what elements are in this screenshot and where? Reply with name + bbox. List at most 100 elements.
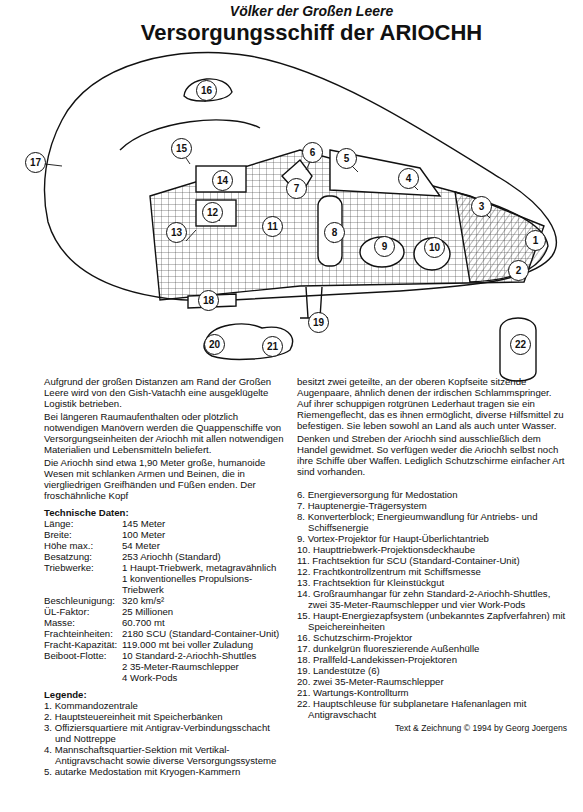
legend-item: 14. Großraumhangar für zehn Standard-2-A… xyxy=(297,588,567,610)
data-values: 145 Meter xyxy=(122,518,288,529)
callout-number: 6 xyxy=(302,142,323,163)
spacer xyxy=(297,479,567,489)
main-airlock xyxy=(500,318,536,381)
outer-hull xyxy=(44,52,556,300)
legend-item: 4. Mannschaftsquartier-Sektion mit Verti… xyxy=(44,744,288,766)
data-row: ÜL-Faktor:25 Millionen xyxy=(44,606,288,617)
data-key: Breite: xyxy=(44,529,122,540)
callout-number: 2 xyxy=(508,260,529,281)
callout-number: 7 xyxy=(286,178,307,199)
data-row: Besatzung:253 Ariochh (Standard) xyxy=(44,551,288,562)
hangar xyxy=(196,166,246,192)
legend-item: 2. Hauptsteuereinheit mit Speicherbänken xyxy=(44,711,288,722)
data-row: Beschleunigung:320 km/s² xyxy=(44,595,288,606)
data-value: 119.000 mt bei voller Zuladung xyxy=(122,639,288,650)
data-value: 100 Meter xyxy=(122,529,288,540)
data-row: Frachteinheiten:2180 SCU (Standard-Conta… xyxy=(44,628,288,639)
copyright: Text & Zeichnung © 1994 by Georg Joergen… xyxy=(297,723,567,734)
data-values: 60.700 mt xyxy=(122,617,288,628)
title: Versorgungsschiff der ARIOCHH xyxy=(0,20,583,46)
callout-number: 4 xyxy=(398,168,419,189)
legend-item: 18. Prallfeld-Landekissen-Projektoren xyxy=(297,654,567,665)
data-value: 25 Millionen xyxy=(122,606,288,617)
vortex-projector xyxy=(360,237,404,267)
callout-number: 1 xyxy=(525,230,546,251)
callout-number: 8 xyxy=(324,222,345,243)
data-values: 10 Standard-2-Ariochh-Shuttles2 35-Meter… xyxy=(122,650,288,683)
callout-number: 17 xyxy=(25,152,46,173)
right-column: besitzt zwei geteilte, an der oberen Kop… xyxy=(297,376,567,734)
legend-item: 5. autarke Medostation mit Kryogen-Kamme… xyxy=(44,766,288,777)
data-value: 1 konventionelles Propulsions-Triebwerk xyxy=(122,573,288,595)
data-values: 54 Meter xyxy=(122,540,288,551)
legend-item: 7. Hauptenergie-Trägersystem xyxy=(297,500,567,511)
legend-item: 1. Kommandozentrale xyxy=(44,700,288,711)
data-values: 320 km/s² xyxy=(122,595,288,606)
legend-item: 3. Offiziersquartiere mit Antigrav-Verbi… xyxy=(44,722,288,744)
legend-item: 8. Konverterblock; Energieumwandlung für… xyxy=(297,511,567,533)
data-values: 2180 SCU (Standard-Container-Unit) xyxy=(122,628,288,639)
data-row: Länge:145 Meter xyxy=(44,518,288,529)
data-row: Masse:60.700 mt xyxy=(44,617,288,628)
legend-item: 20. zwei 35-Meter-Raumschlepper xyxy=(297,676,567,687)
data-key: Masse: xyxy=(44,617,122,628)
data-value: 2180 SCU (Standard-Container-Unit) xyxy=(122,628,288,639)
body-text: Bei längeren Raumaufenthalten oder plötz… xyxy=(44,411,288,455)
data-row: Triebwerke:1 Haupt-Triebwerk, metagraväh… xyxy=(44,562,288,595)
callout-number: 19 xyxy=(308,312,329,333)
engine-hood xyxy=(414,238,450,270)
data-key: Höhe max.: xyxy=(44,540,122,551)
data-value: 60.700 mt xyxy=(122,617,288,628)
data-key: Beschleunigung: xyxy=(44,595,122,606)
callout-number: 16 xyxy=(196,80,217,101)
section-heading: Technische Daten: xyxy=(44,507,288,518)
data-values: 253 Ariochh (Standard) xyxy=(122,551,288,562)
data-value: 10 Standard-2-Ariochh-Shuttles xyxy=(122,650,288,661)
data-values: 1 Haupt-Triebwerk, metagravähnlich1 konv… xyxy=(122,562,288,595)
callout-number: 15 xyxy=(171,138,192,159)
leader-lines xyxy=(45,96,490,330)
data-row: Höhe max.:54 Meter xyxy=(44,540,288,551)
legend-item: 21. Wartungs-Kontrollturm xyxy=(297,687,567,698)
section-heading: Legende: xyxy=(44,689,288,700)
data-row: Fracht-Kapazität:119.000 mt bei voller Z… xyxy=(44,639,288,650)
data-value: 253 Ariochh (Standard) xyxy=(122,551,288,562)
data-value: 320 km/s² xyxy=(122,595,288,606)
legend-item: 16. Schutzschirm-Projektor xyxy=(297,632,567,643)
data-key: Besatzung: xyxy=(44,551,122,562)
data-key: Beiboot-Flotte: xyxy=(44,650,122,683)
front-section xyxy=(455,192,548,282)
data-key: Länge: xyxy=(44,518,122,529)
callout-number: 5 xyxy=(336,148,357,169)
legend-item: 6. Energieversorgung für Medostation xyxy=(297,489,567,500)
data-key: Frachteinheiten: xyxy=(44,628,122,639)
legend-item: 19. Landestütze (6) xyxy=(297,665,567,676)
legend-item: 17. dunkelgrün fluoreszierende Außenhüll… xyxy=(297,643,567,654)
callout-number: 11 xyxy=(262,216,283,237)
tug-shuttle xyxy=(204,324,292,359)
data-key: Fracht-Kapazität: xyxy=(44,639,122,650)
legend-item: 11. Frachtsektion für SCU (Standard-Cont… xyxy=(297,555,567,566)
supertitle: Völker der Großen Leere xyxy=(0,3,583,19)
callout-number: 13 xyxy=(166,222,187,243)
callout-number: 10 xyxy=(424,237,445,258)
data-row: Beiboot-Flotte:10 Standard-2-Ariochh-Shu… xyxy=(44,650,288,683)
data-value: 54 Meter xyxy=(122,540,288,551)
shield-projector xyxy=(184,79,232,101)
legend-item: 10. Haupttriebwerk-Projektionsdeckhaube xyxy=(297,544,567,555)
legend-item: 13. Frachtsektion für Kleinstückgut xyxy=(297,577,567,588)
data-value: 145 Meter xyxy=(122,518,288,529)
cargo-control xyxy=(196,200,236,226)
data-key: ÜL-Faktor: xyxy=(44,606,122,617)
data-key: Triebwerke: xyxy=(44,562,122,595)
callout-number: 21 xyxy=(262,336,283,357)
body-text: Die Ariochh sind etwa 1,90 Meter große, … xyxy=(44,457,288,501)
body-text: Denken und Streben der Ariochh sind auss… xyxy=(297,433,567,477)
body-text: Aufgrund der großen Distanzen am Rand de… xyxy=(44,376,288,409)
data-value: 4 Work-Pods xyxy=(122,672,288,683)
legend-item: 12. Frachtkontrollzentrum mit Schiffsmes… xyxy=(297,566,567,577)
callout-number: 12 xyxy=(202,202,223,223)
data-values: 100 Meter xyxy=(122,529,288,540)
callout-number: 18 xyxy=(198,290,219,311)
data-value: 2 35-Meter-Raumschlepper xyxy=(122,661,288,672)
